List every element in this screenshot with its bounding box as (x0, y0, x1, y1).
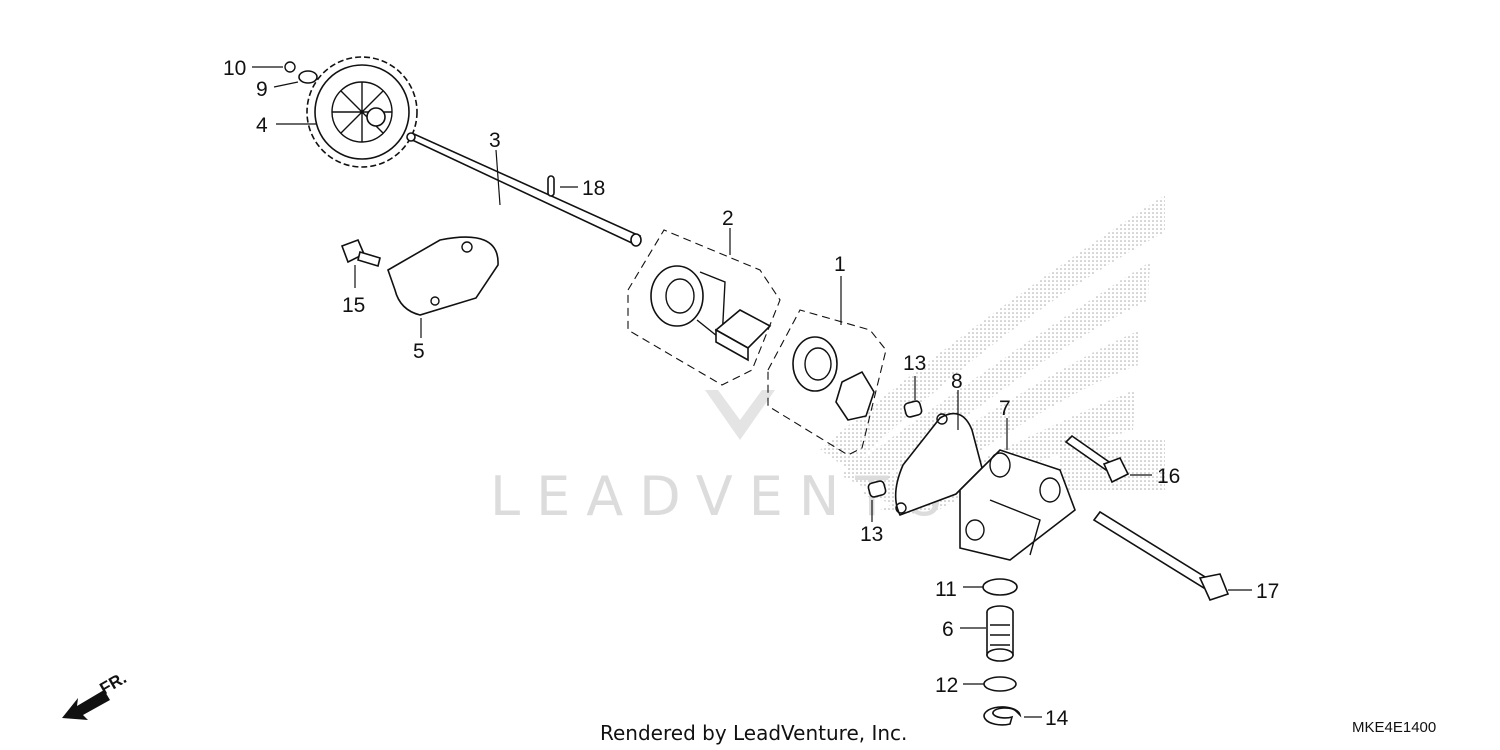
callout-6: 6 (942, 618, 954, 641)
bolt-part-16 (1064, 434, 1130, 484)
pin-part-18 (547, 175, 555, 197)
washer-part-9 (298, 70, 318, 84)
callout-17: 17 (1256, 580, 1279, 603)
callout-3: 3 (489, 129, 501, 152)
pump-body-part-7 (959, 449, 1076, 561)
leader-lines (252, 66, 1252, 718)
callout-4: 4 (256, 114, 268, 137)
diagram-code: MKE4E1400 (1352, 719, 1436, 736)
watermark-logo-icon (705, 390, 775, 440)
callout-2: 2 (722, 207, 734, 230)
bolt-part-17 (1092, 510, 1230, 601)
filter-part-6 (986, 605, 1014, 662)
part-2-group-outline (627, 229, 781, 386)
callout-11: 11 (935, 578, 957, 601)
callout-7: 7 (999, 397, 1011, 420)
callout-18: 18 (582, 177, 605, 200)
bolt-part-15 (340, 238, 381, 268)
shaft-part-3 (406, 132, 642, 247)
outer-rotor-part-2 (650, 265, 726, 342)
callout-8: 8 (951, 370, 963, 393)
dowel-part-13-lower (867, 480, 887, 498)
rotor-part-1 (792, 336, 875, 421)
callout-13-upper: 13 (903, 352, 926, 375)
callout-12: 12 (935, 674, 958, 697)
bushing-part-2 (714, 309, 772, 362)
callout-15: 15 (342, 294, 365, 317)
callout-9: 9 (256, 78, 268, 101)
callout-14: 14 (1045, 707, 1069, 730)
gear-part-4 (306, 56, 418, 168)
part-1-group-outline (767, 309, 887, 456)
clip-part-10 (284, 61, 296, 73)
front-direction-arrow-icon: FR. (62, 668, 130, 720)
callout-5: 5 (413, 340, 425, 363)
callout-13-lower: 13 (860, 523, 883, 546)
washer-part-11 (982, 578, 1018, 596)
dowel-part-13-upper (903, 400, 923, 418)
washer-part-12 (983, 676, 1017, 692)
callout-10: 10 (223, 57, 246, 80)
plate-part-5 (387, 236, 499, 316)
callout-1: 1 (834, 253, 846, 276)
callout-16: 16 (1157, 465, 1180, 488)
rendered-by-credit: Rendered by LeadVenture, Inc. (600, 721, 907, 745)
clip-part-14 (983, 706, 1022, 726)
